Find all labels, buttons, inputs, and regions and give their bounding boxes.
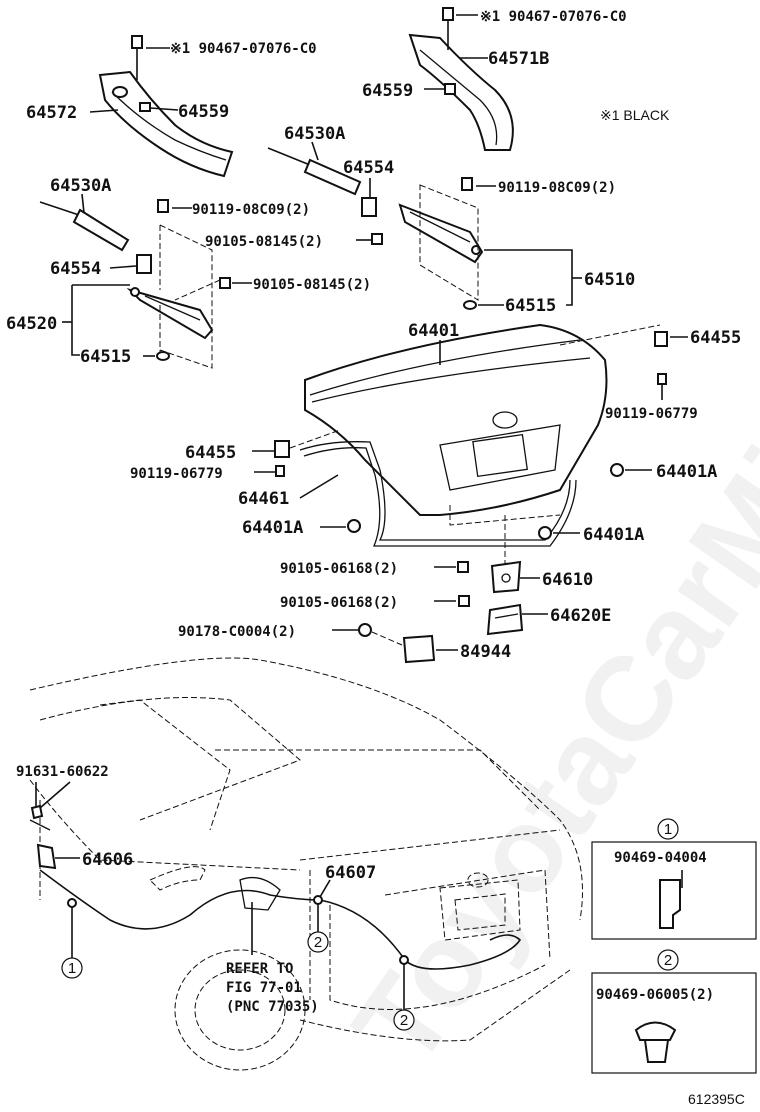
bumper-64455-right <box>654 331 668 347</box>
hinge-assembly-left <box>126 287 214 340</box>
clip-bolt-right <box>442 7 454 50</box>
refer-line-2: FIG 77-01 <box>226 980 302 996</box>
svg-text:2: 2 <box>400 1012 408 1029</box>
refer-line-3: (PNC 77035) <box>226 999 319 1015</box>
callout-64455-right: 64455 <box>690 328 741 348</box>
callout-bolt-b: ※1 90467-07076-C0 <box>480 9 627 25</box>
callout-64606: 64606 <box>82 850 133 870</box>
callout-64554-left: 64554 <box>50 259 101 279</box>
detail-box-1: 1 90469-04004 <box>591 818 757 940</box>
callout-64530a-left: 64530A <box>50 176 111 196</box>
callout-64401a-left: 64401A <box>242 518 303 538</box>
callout-90119-08c09-left: 90119-08C09(2) <box>192 202 310 218</box>
clip-90469-06005-icon <box>634 1021 677 1041</box>
nut-90178 <box>358 623 372 637</box>
detail-part-1: 90469-04004 <box>614 850 707 866</box>
weatherstrip-64461 <box>299 441 571 541</box>
callout-64559-left: 64559 <box>178 102 229 122</box>
callout-64610: 64610 <box>542 570 593 590</box>
callout-64520: 64520 <box>6 314 57 334</box>
svg-text:2: 2 <box>314 934 322 951</box>
callout-64607: 64607 <box>325 863 376 883</box>
svg-text:2: 2 <box>664 952 672 969</box>
gas-strut-left <box>39 201 130 252</box>
callout-64401a-right-top: 64401A <box>656 462 717 482</box>
bolt-90105-b <box>219 277 231 289</box>
switch-84944 <box>402 634 436 664</box>
callout-64515-right: 64515 <box>505 296 556 316</box>
cushion-64401a-right-top <box>610 463 624 477</box>
marker-2b: 2 <box>393 1009 415 1031</box>
callout-90105-06168-b: 90105-06168(2) <box>280 595 398 611</box>
lock-64610 <box>490 560 522 594</box>
callout-64510: 64510 <box>584 270 635 290</box>
bracket-64554-left <box>136 254 152 274</box>
clip-bolt-left <box>131 35 143 80</box>
callout-90105-08145-a: 90105-08145(2) <box>205 234 323 250</box>
callout-64554-center: 64554 <box>343 158 394 178</box>
callout-64515-left: 64515 <box>80 347 131 367</box>
callout-64572: 64572 <box>26 103 77 123</box>
bumper-64455-left <box>274 440 290 458</box>
callout-64455-left: 64455 <box>185 443 236 463</box>
bolt-90105-06168-b <box>458 595 470 607</box>
callout-90119-06779-left: 90119-06779 <box>130 466 223 482</box>
fuel-opener-area <box>239 876 281 911</box>
refer-line-1: REFER TO <box>226 961 293 977</box>
car-body <box>29 657 583 1071</box>
callout-64571b: 64571B <box>488 49 549 69</box>
cushion-64401a-left <box>347 519 361 533</box>
striker-64620e <box>486 603 524 636</box>
callout-64559-right: 64559 <box>362 81 413 101</box>
callout-64620e: 64620E <box>550 606 611 626</box>
figure-id: 612395C <box>688 1091 745 1107</box>
hinge-assembly-right <box>398 203 484 264</box>
bolt-90119-right <box>461 177 473 191</box>
screw-90119-right <box>657 373 667 385</box>
callout-64530a-center: 64530A <box>284 124 345 144</box>
svg-text:1: 1 <box>68 960 76 977</box>
trunk-lid <box>304 323 608 526</box>
callout-90119-06779-right: 90119-06779 <box>605 406 698 422</box>
hinge-cover-right <box>408 33 514 151</box>
cushion-64401a-right-bottom <box>538 526 552 540</box>
washer-64515-left <box>156 351 170 361</box>
marker-1: 1 <box>61 957 83 979</box>
detail-box-2: 2 90469-06005(2) <box>591 949 757 1074</box>
clip-90469-04004-icon <box>659 879 681 929</box>
callout-64401: 64401 <box>408 321 459 341</box>
callout-64461: 64461 <box>238 489 289 509</box>
callout-91631-60622: 91631-60622 <box>16 764 109 780</box>
callout-90105-06168-a: 90105-06168(2) <box>280 561 398 577</box>
marker-2a: 2 <box>307 931 329 953</box>
lever-64606 <box>29 804 57 870</box>
note-black: ※1 BLACK <box>600 107 670 123</box>
screw-90119-left <box>275 465 285 477</box>
bolt-90105-a <box>371 233 383 245</box>
bolt-90105-06168-a <box>457 561 469 573</box>
hinge-cover-left <box>98 70 234 178</box>
gas-strut-center <box>267 147 362 196</box>
callout-90105-08145-b: 90105-08145(2) <box>253 277 371 293</box>
bracket-64554-center <box>361 197 377 217</box>
washer-64515-right <box>463 300 477 310</box>
callout-bolt-a: ※1 90467-07076-C0 <box>170 41 317 57</box>
callout-84944: 84944 <box>460 642 511 662</box>
callout-64401a-right-bottom: 64401A <box>583 525 644 545</box>
callout-90119-08c09-right: 90119-08C09(2) <box>498 180 616 196</box>
bolt-90119-left <box>157 199 169 213</box>
watermark: ToyotaCarMine.ru <box>328 184 760 1089</box>
svg-text:1: 1 <box>664 821 672 838</box>
detail-part-2: 90469-06005(2) <box>596 987 714 1003</box>
callout-90178-c0004: 90178-C0004(2) <box>178 624 296 640</box>
